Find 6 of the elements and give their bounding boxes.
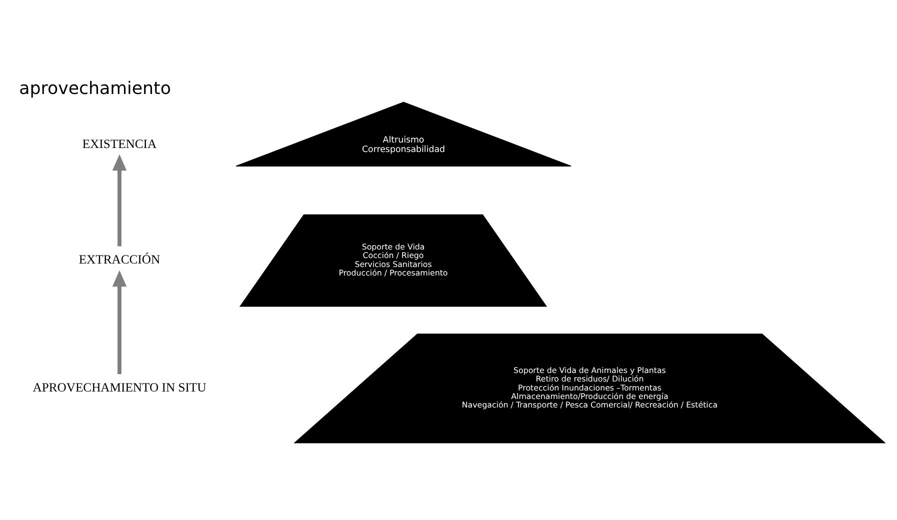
node-text: APROVECHAMIENTO IN SITU [32, 380, 206, 394]
arrow [112, 270, 127, 374]
arrow [112, 154, 127, 246]
diagram-title: aprovechamiento [19, 79, 171, 100]
node-text: EXTRACCIÓN [78, 252, 160, 267]
node-text: EXISTENCIA [82, 136, 157, 151]
